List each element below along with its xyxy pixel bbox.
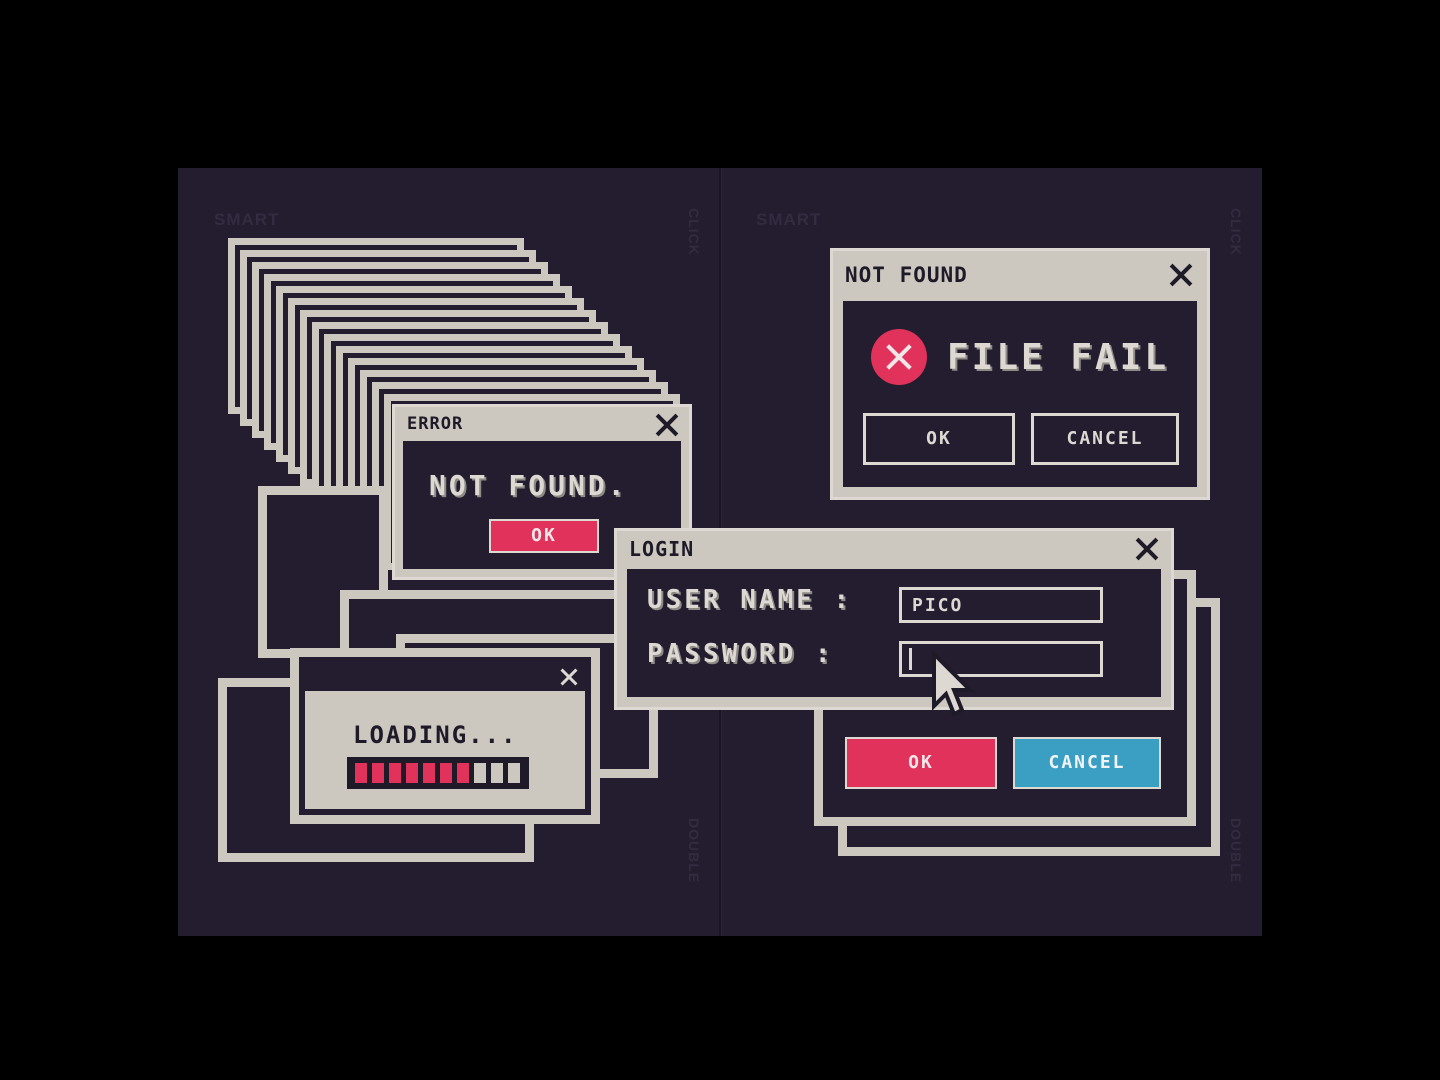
notfound-ok-button[interactable]: OK (863, 413, 1015, 465)
error-dialog-title: ERROR (407, 414, 464, 434)
notfound-cancel-button[interactable]: CANCEL (1031, 413, 1179, 465)
error-message: NOT FOUND. (429, 469, 628, 502)
notfound-dialog-title: NOT FOUND (845, 263, 968, 287)
ghost-heading-right: SMART (756, 210, 822, 229)
progress-segment (406, 763, 418, 783)
close-icon[interactable] (560, 668, 578, 686)
ghost-side-double-right: DOUBLE (1228, 818, 1244, 884)
text-caret (909, 648, 912, 670)
loading-dialog: LOADING... (290, 648, 600, 824)
password-label: PASSWORD : (647, 639, 834, 669)
loading-panel: LOADING... (305, 691, 585, 809)
close-icon[interactable] (655, 413, 679, 437)
ghost-side-click-left: CLICK (686, 208, 702, 256)
progress-segment (508, 763, 520, 783)
ghost-side-double-left: DOUBLE (686, 818, 702, 884)
login-ok-button[interactable]: OK (845, 737, 997, 789)
progress-segment (457, 763, 469, 783)
ghost-heading-left: SMART (214, 210, 280, 229)
progress-segment (491, 763, 503, 783)
username-input[interactable] (899, 587, 1103, 623)
magazine-spread: SMART SMART CLICK CLICK DOUBLE DOUBLE ER… (178, 168, 1262, 936)
login-dialog: LOGIN USER NAME : PASSWORD : (614, 528, 1174, 710)
loading-message: LOADING... (353, 721, 518, 749)
progress-segment (389, 763, 401, 783)
error-dialog-body: NOT FOUND. OK (403, 441, 681, 569)
progress-segment (372, 763, 384, 783)
notfound-message: FILE FAIL (947, 337, 1170, 378)
progress-bar (347, 757, 529, 789)
arrow-cursor-icon (932, 650, 975, 717)
progress-segment (440, 763, 452, 783)
x-circle-icon (871, 329, 927, 385)
ghost-side-click-right: CLICK (1228, 208, 1244, 256)
progress-segment (474, 763, 486, 783)
notfound-dialog-body: FILE FAIL OK CANCEL (843, 301, 1197, 487)
close-icon[interactable] (1169, 263, 1193, 287)
username-label: USER NAME : (647, 585, 853, 615)
progress-segment (355, 763, 367, 783)
error-ok-button[interactable]: OK (489, 519, 599, 553)
login-dialog-body: USER NAME : PASSWORD : (627, 569, 1161, 697)
close-icon[interactable] (1135, 537, 1159, 561)
login-cancel-button[interactable]: CANCEL (1013, 737, 1161, 789)
progress-segment (423, 763, 435, 783)
notfound-dialog: NOT FOUND FILE FAIL OK CANCEL (830, 248, 1210, 500)
login-dialog-title: LOGIN (629, 537, 695, 561)
